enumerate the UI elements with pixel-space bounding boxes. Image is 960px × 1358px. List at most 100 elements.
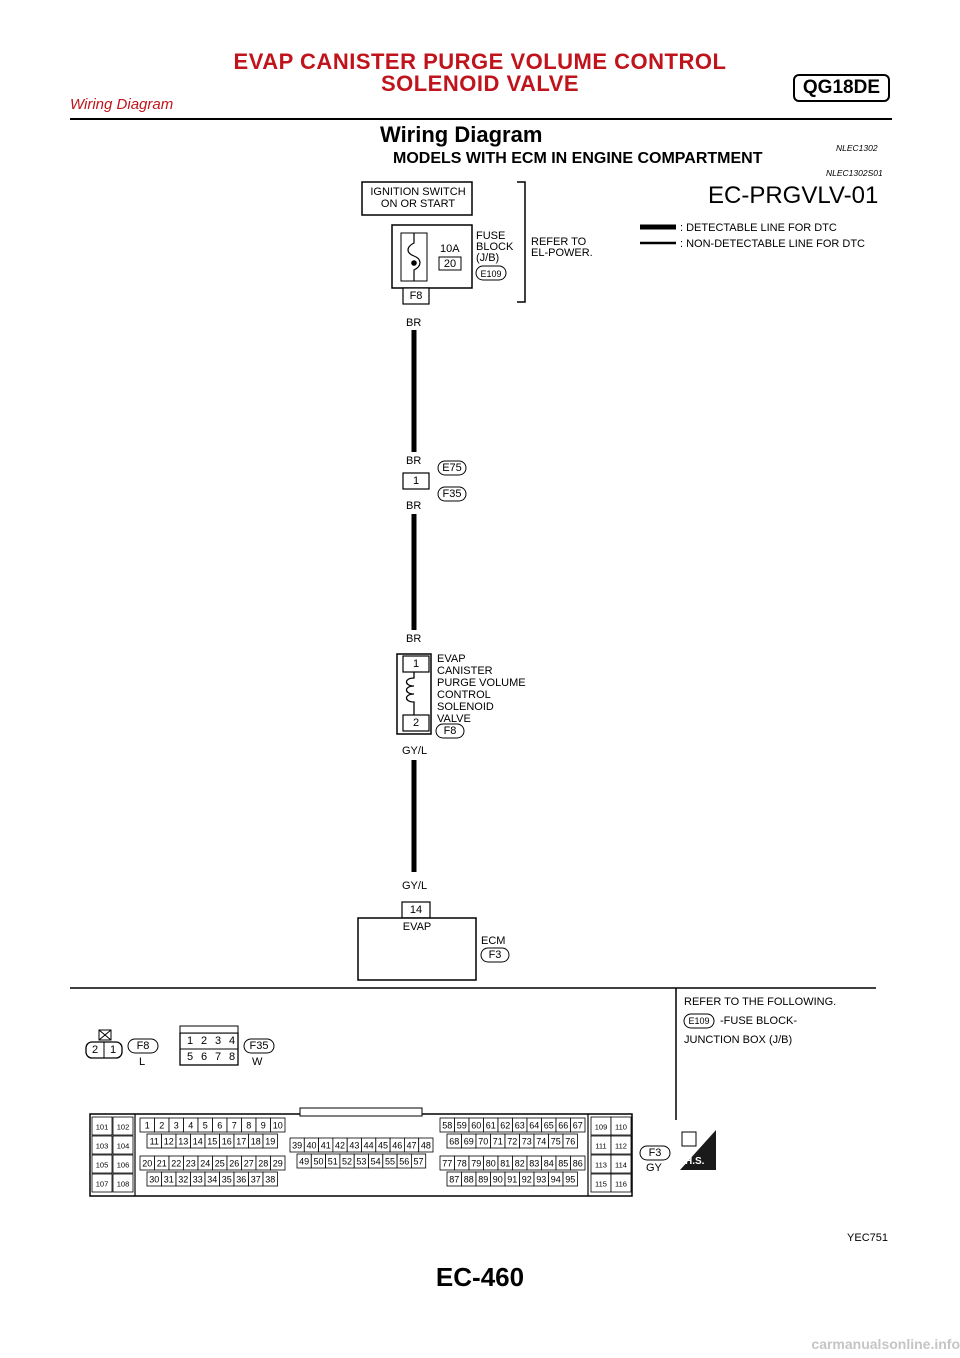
f3-pin-cell: [91, 1135, 113, 1155]
f3-pin-number: 72: [507, 1137, 517, 1147]
ignition-label-2: ON OR START: [380, 198, 456, 210]
ecm-connector-oval: [480, 947, 510, 963]
f3-pin-number: 6: [217, 1121, 222, 1131]
f3-pin-number: 114: [615, 1161, 627, 1170]
watermark: carmanualsonline.info: [811, 1336, 960, 1352]
f3-top-tab: [299, 1107, 423, 1117]
f3-pin-number: 110: [615, 1123, 627, 1132]
fuse-connector: E109: [480, 269, 502, 279]
fuse-label-3: (J/B): [476, 252, 500, 264]
f3-pin-cell: [610, 1173, 632, 1193]
ignition-label-1: IGNITION SWITCH: [370, 186, 466, 198]
solenoid-name-3: PURGE VOLUME: [437, 677, 526, 689]
solenoid-coil-symbol: [405, 672, 415, 715]
wire-color-br-1: BR: [406, 317, 422, 329]
f3-pin-cell: [562, 1171, 578, 1187]
f3-pin-number: 25: [215, 1159, 225, 1169]
f35-pin-6: 6: [200, 1051, 208, 1063]
f3-pin-cell: [570, 1155, 586, 1171]
f3-pin-number: 28: [258, 1159, 268, 1169]
fuse-label-1: FUSE: [476, 230, 506, 242]
f3-pin-number: 73: [522, 1137, 532, 1147]
fuse-symbol: [407, 233, 421, 281]
f3-pin-cell: [562, 1133, 578, 1149]
f35-pin-5: 5: [186, 1051, 194, 1063]
f3-pin-number: 24: [200, 1159, 210, 1169]
solenoid-name-2: CANISTER: [437, 665, 493, 677]
f3-pin-cell: [570, 1117, 586, 1133]
f3-pin-number: 7: [232, 1121, 237, 1131]
f3-pin-number: 26: [229, 1159, 239, 1169]
f3-pin-number: 19: [265, 1137, 275, 1147]
f3-pin-number: 87: [449, 1175, 459, 1185]
f3-pin-number: 56: [399, 1157, 409, 1167]
f3-pin-number: 30: [149, 1175, 159, 1185]
f3-pin-number: 46: [392, 1141, 402, 1151]
fuse-label-2: BLOCK: [476, 241, 514, 253]
f35-color: W: [252, 1056, 263, 1068]
wire-color-br-4: BR: [406, 633, 422, 645]
engine-badge: QG18DE: [792, 74, 890, 102]
solenoid-pin-top-box: [402, 655, 430, 673]
fuse-terminal: F8: [409, 290, 423, 302]
f3-pin-number: 76: [565, 1137, 575, 1147]
joint-conn-bottom-oval: [437, 486, 467, 502]
f3-pin-number: 4: [188, 1121, 193, 1131]
header-subtitle: Wiring Diagram: [70, 96, 174, 113]
f3-pin-number: 10: [273, 1121, 283, 1131]
hs-mini-connector: [681, 1131, 697, 1147]
f3-pin-number: 59: [457, 1121, 467, 1131]
refer-power-1: REFER TO: [531, 236, 587, 248]
section-title: Wiring Diagram: [380, 122, 543, 147]
solenoid-pin-bottom-box: [402, 714, 430, 732]
joint-pin-box: [402, 472, 430, 490]
ecm-pin: 14: [409, 904, 423, 916]
solenoid-pin-bottom: 2: [412, 717, 420, 729]
f3-pin-number: 103: [96, 1142, 109, 1151]
f3-pin-number: 54: [371, 1157, 381, 1167]
f3-pin-number: 66: [558, 1121, 568, 1131]
f3-pin-number: 5: [203, 1121, 208, 1131]
f3-pin-number: 86: [573, 1159, 583, 1169]
refer-connector-oval: [683, 1013, 715, 1029]
hs-badge-icon: [680, 1130, 716, 1170]
f3-pin-cell: [610, 1135, 632, 1155]
f8-name: F8: [136, 1040, 150, 1052]
f3-pin-number: 77: [442, 1159, 452, 1169]
f3-pin-number: 50: [313, 1157, 323, 1167]
f3-pin-number: 92: [522, 1175, 532, 1185]
hs-badge-shape: [680, 1130, 716, 1170]
f3-pin-number: 104: [117, 1142, 130, 1151]
f3-pin-number: 69: [464, 1137, 474, 1147]
header-title-line1: EVAP CANISTER PURGE VOLUME CONTROL: [233, 49, 727, 74]
fuse-amp: 10A: [440, 243, 460, 255]
f3-pin-number: 112: [615, 1142, 627, 1151]
f3-pin-number: 101: [96, 1123, 109, 1132]
f3-pin-number: 57: [414, 1157, 424, 1167]
f3-pin-number: 22: [171, 1159, 181, 1169]
f3-pin-number: 38: [265, 1175, 275, 1185]
f3-pin-number: 48: [421, 1141, 431, 1151]
f3-pin-cell: [91, 1116, 113, 1136]
f3-pin-number: 49: [299, 1157, 309, 1167]
joint-conn-top-oval: [437, 460, 467, 476]
figure-code: YEC751: [847, 1232, 888, 1244]
f3-pin-cell: [270, 1117, 286, 1133]
f35-pin-7: 7: [214, 1051, 222, 1063]
f3-pin-number: 17: [236, 1137, 246, 1147]
f3-pin-cell: [262, 1133, 278, 1149]
wire-color-br-3: BR: [406, 500, 422, 512]
f3-pin-number: 51: [328, 1157, 338, 1167]
ecm-box: [357, 917, 477, 981]
f35-pin-1: 1: [186, 1035, 194, 1047]
legend-non-detectable-label: : NON-DETECTABLE LINE FOR DTC: [680, 238, 865, 250]
ecm-name: ECM: [481, 935, 506, 947]
f3-color: GY: [646, 1162, 662, 1174]
f3-pin-number: 11: [150, 1137, 159, 1147]
refer-following-1: REFER TO THE FOLLOWING.: [684, 996, 837, 1008]
f3-pin-number: 113: [595, 1161, 607, 1170]
solenoid-name-1: EVAP: [437, 653, 466, 665]
f3-pin-number: 36: [236, 1175, 246, 1185]
